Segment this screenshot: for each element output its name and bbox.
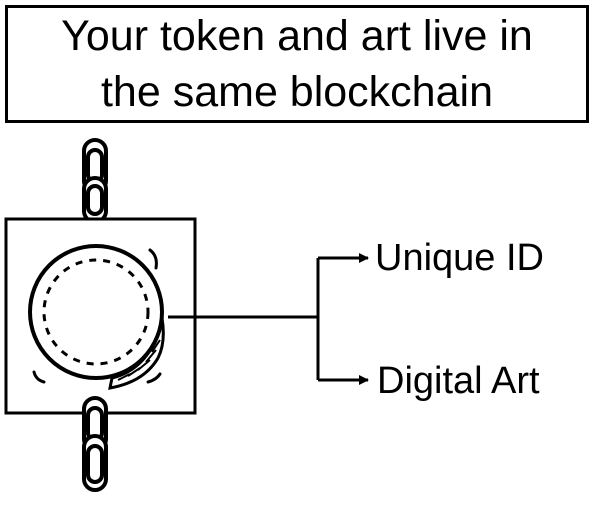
top-chain-icon [82, 138, 108, 224]
coin-icon [28, 244, 165, 390]
branch-label-unique-id: Unique ID [375, 237, 544, 279]
branch-connector [168, 253, 369, 385]
diagram-title: Your token and art live in the same bloc… [61, 12, 533, 116]
bottom-chain-icon [82, 396, 108, 492]
title-box: Your token and art live in the same bloc… [5, 5, 589, 123]
branch-label-digital-art: Digital Art [377, 360, 540, 402]
